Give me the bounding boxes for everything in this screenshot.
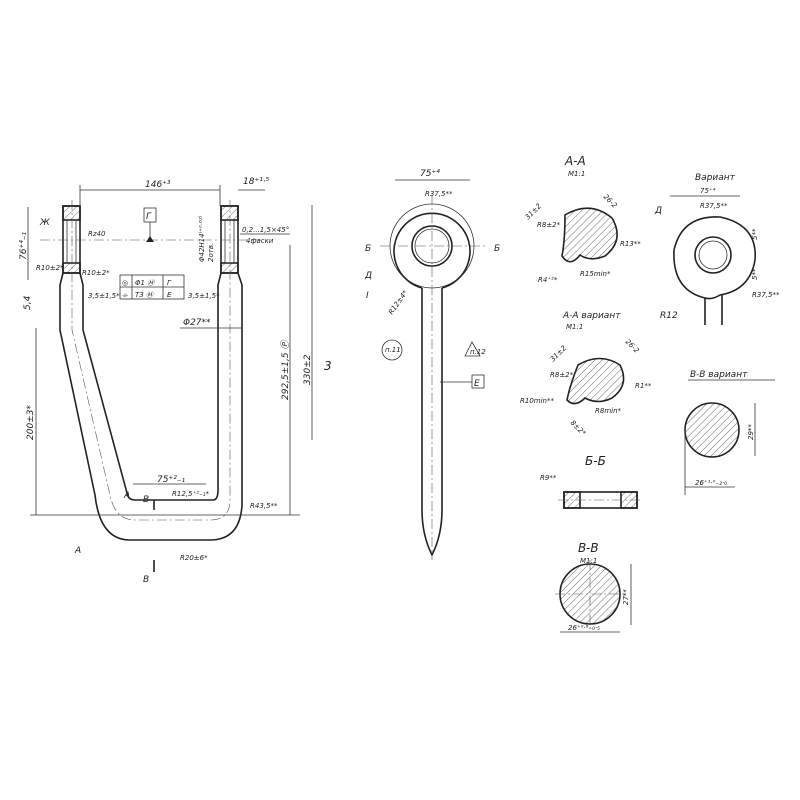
dim-76: 76⁺⁴₋₁ (19, 231, 29, 260)
right-arm-head (220, 205, 239, 274)
hole-count: 2отв. (207, 243, 215, 262)
dim-330: 330±2 (303, 354, 313, 385)
section-v-mark-2: B (143, 575, 149, 585)
left-head-hatch (62, 205, 81, 221)
chamfer-note: 4фаски (246, 237, 274, 245)
dim-width: 146⁺³ (145, 180, 171, 190)
side-dim-75: 75⁺⁴ (420, 169, 440, 179)
svg-text:26-2: 26-2 (602, 193, 619, 210)
section-a-a-variant: A-A вариант M1:1 31±2 26-2 R8±2* R1** R1… (520, 311, 652, 438)
section-vv-variant-title: B-B вариант (690, 370, 748, 380)
eye-variant: Вариант 75⁺⁴ Д R37,5** 5** 5** R37,5** R… (654, 173, 780, 325)
svg-text:5**: 5** (751, 228, 759, 240)
right-head-hatch (220, 205, 239, 221)
svg-text:R9**: R9** (540, 474, 557, 482)
left-arm-head (62, 205, 81, 274)
svg-text:R13**: R13** (620, 240, 641, 248)
svg-text:T3 Ⓜ: T3 Ⓜ (135, 291, 154, 299)
bracket-outline (59, 272, 243, 541)
svg-text:R8±2*: R8±2* (537, 221, 561, 229)
section-aa-title: A-A (564, 154, 586, 168)
side-r12: R12±4* (387, 289, 410, 317)
svg-text:31±2: 31±2 (549, 344, 569, 364)
left-head-hatch-bottom (62, 262, 81, 274)
chamfer: 0,2...1,5×45° (242, 226, 289, 234)
section-aa-scale: M1:1 (568, 170, 585, 178)
svg-text:27**: 27** (622, 589, 630, 605)
section-bb-title: Б-Б (585, 454, 606, 468)
mark-d: Д (364, 271, 372, 281)
mark-e: E (474, 379, 480, 389)
svg-text:R8min*: R8min* (595, 407, 622, 415)
note-12: п.12 (470, 348, 486, 356)
section-aa-variant-title: A-A вариант (562, 311, 621, 321)
mark-zh: Ж (39, 218, 50, 228)
svg-text:Г: Г (167, 279, 172, 287)
dim-292: 292,5±1,5 Ⓟ (280, 339, 291, 400)
svg-text:E: E (167, 291, 172, 299)
mark-b-right: Б (494, 244, 500, 254)
section-a-mark-2: A (74, 546, 81, 556)
mark-5-4: 5,4 (23, 295, 33, 310)
mark-b-left: Б (365, 244, 371, 254)
dim-3-5-left: 3,5±1,5* (88, 292, 120, 300)
r12-5: R12,5⁺²₋₁* (172, 490, 209, 498)
svg-text:R4⁺²*: R4⁺²* (538, 276, 558, 284)
svg-text:R37,5**: R37,5** (752, 291, 780, 299)
section-v-v-variant: B-B вариант 29** 26⁺¹·⁰₋₂·₀ (684, 370, 775, 495)
r43-5: R43,5** (250, 502, 278, 510)
dim-arm: 18⁺¹·⁵ (243, 177, 270, 187)
section-v-v: B-B M1:1 27** 26⁺⁰·⁸₋₀·₅ (555, 541, 632, 633)
svg-text:R12: R12 (660, 311, 678, 321)
main-view: 146⁺³ 18⁺¹·⁵ 76⁺⁴₋₁ Ж R10±2* R10±2* Rz40… (19, 177, 332, 585)
side-view: 75⁺⁴ R37,5** Б Б Д I R12±4* п.11 п.12 E (364, 169, 500, 560)
right-head-hatch-bottom (220, 262, 239, 274)
svg-text:29**: 29** (747, 424, 755, 440)
section-a-mark: A (123, 491, 130, 501)
svg-text:R10min**: R10min** (520, 397, 554, 405)
datum-g: Г (146, 212, 152, 222)
svg-text:◎: ◎ (122, 279, 128, 287)
svg-text:M1:1: M1:1 (580, 557, 597, 565)
dim-200: 200±3* (26, 405, 36, 440)
rz40: Rz40 (88, 230, 106, 238)
side-r37-5: R37,5** (425, 190, 453, 198)
svg-text:75⁺⁴: 75⁺⁴ (700, 187, 716, 195)
svg-text:R8±2*: R8±2* (550, 371, 574, 379)
svg-text:8±2*: 8±2* (569, 419, 588, 438)
section-b-b: Б-Б R9** (540, 454, 643, 509)
r10-left: R10±2* (36, 264, 64, 272)
note-11: п.11 (385, 346, 401, 354)
svg-text:R1**: R1** (635, 382, 652, 390)
mark-i: I (366, 291, 369, 301)
svg-text:R37,5**: R37,5** (700, 202, 728, 210)
svg-text:26-2: 26-2 (624, 338, 641, 355)
svg-text:M1:1: M1:1 (566, 323, 583, 331)
svg-text:⌯: ⌯ (122, 291, 128, 299)
variant-title: Вариант (695, 173, 736, 183)
r10-right: R10±2* (82, 269, 110, 277)
svg-text:Φ1 Ⓜ: Φ1 Ⓜ (135, 279, 155, 287)
svg-text:5**: 5** (751, 268, 759, 280)
svg-text:R15min*: R15min* (580, 270, 611, 278)
section-vv-title: B-B (578, 541, 599, 555)
svg-text:26⁺¹·⁰₋₂·₀: 26⁺¹·⁰₋₂·₀ (695, 479, 727, 487)
section-a-a: A-A M1:1 31±2 26-2 R8±2* R13** R4⁺²* R15… (524, 154, 642, 284)
svg-text:26⁺⁰·⁸₋₀·₅: 26⁺⁰·⁸₋₀·₅ (568, 624, 600, 632)
dim-3-5-right: 3,5±1,5* (188, 292, 220, 300)
dim-75: 75⁺²₋₁ (157, 475, 186, 485)
svg-text:Д: Д (654, 206, 662, 216)
svg-text:31±2: 31±2 (524, 202, 544, 222)
phi27: Φ27** (183, 318, 211, 328)
tolerance-frame: ◎ Φ1 Ⓜ Г ⌯ T3 Ⓜ E (119, 274, 185, 300)
hole-dim: Φ42H14⁽⁺⁰·⁶²⁾ (198, 215, 206, 262)
mark-3: 3 (324, 359, 332, 373)
r20: R20±6* (180, 554, 208, 562)
section-v-mark: B (143, 495, 149, 505)
